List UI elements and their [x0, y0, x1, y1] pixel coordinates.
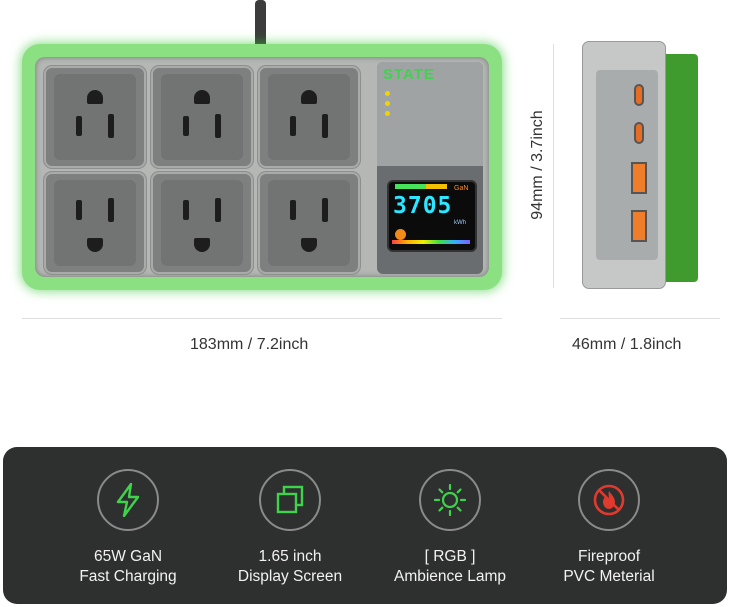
width-dimension: 46mm / 1.8inch	[572, 336, 682, 353]
indicator-light	[385, 111, 390, 116]
usb-a-port-icon	[633, 164, 645, 192]
control-panel-top	[377, 62, 483, 166]
outlet	[258, 66, 360, 168]
outlet	[151, 66, 253, 168]
display-screen-icon	[259, 469, 321, 531]
indicator-light	[385, 91, 390, 96]
length-dimension-line	[22, 318, 502, 319]
rgb-strip	[392, 240, 470, 244]
usb-port-panel	[596, 70, 658, 260]
power-cable	[255, 0, 266, 50]
indicator-light	[385, 101, 390, 106]
power-level-bar	[395, 184, 447, 189]
usb-c-port-icon	[636, 86, 642, 104]
width-dimension-line	[560, 318, 720, 319]
feature-ambience-lamp: [ RGB ]Ambience Lamp	[370, 469, 530, 587]
display-reading: 3705	[393, 193, 453, 219]
height-dimension: 94mm / 3.7inch	[529, 110, 546, 220]
usb-c-port-icon	[636, 124, 642, 142]
usb-a-port-icon	[633, 212, 645, 240]
spd-badge-icon	[395, 229, 406, 240]
length-dimension: 183mm / 7.2inch	[190, 336, 309, 353]
outlet	[258, 172, 360, 274]
outlet	[44, 66, 146, 168]
outlet	[151, 172, 253, 274]
brand-logo: STATE	[383, 66, 435, 83]
feature-label: [ RGB ]Ambience Lamp	[393, 548, 506, 585]
lightning-icon	[97, 469, 159, 531]
display-tag: GaN	[454, 185, 469, 192]
display-unit: kWh	[454, 220, 466, 226]
height-dimension-line	[553, 44, 554, 288]
no-fire-icon	[578, 469, 640, 531]
sun-lamp-icon	[419, 469, 481, 531]
outlet	[44, 172, 146, 274]
